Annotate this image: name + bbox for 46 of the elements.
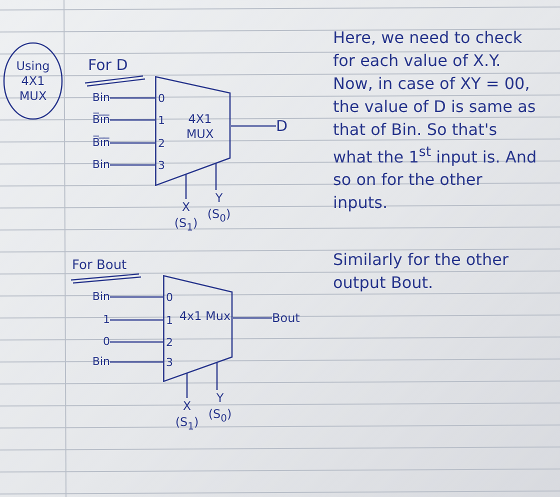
select-label: X (S$_{1}$) <box>171 199 201 236</box>
output-label: D <box>276 116 288 136</box>
input-label: 0 <box>103 334 110 350</box>
output-label: Bout <box>272 310 300 326</box>
wire <box>185 174 187 199</box>
input-label: B̅i̅n̅ <box>92 135 110 151</box>
mux-label: 4x1 Mux <box>179 309 231 324</box>
wire <box>110 164 155 166</box>
input-label: Bin <box>92 289 110 305</box>
select-label: Y (S$_{0}$) <box>202 190 236 228</box>
input-label: Bin <box>92 90 110 106</box>
note-paragraph: Similarly for the other output Bout. <box>333 249 510 294</box>
mux-label: 4X1 MUX <box>185 112 215 142</box>
input-label: Bin <box>92 157 110 173</box>
section-heading: For Bout <box>72 257 127 275</box>
input-label: Bin <box>92 354 110 370</box>
input-label: 1 <box>103 312 110 328</box>
pin-number: 3 <box>166 356 173 368</box>
pin-number: 0 <box>166 290 173 304</box>
input-label: B̅i̅n̅ <box>92 112 110 128</box>
wire <box>110 142 155 144</box>
note-text: Using 4X1 MUX <box>15 58 51 104</box>
multiplexer-block <box>163 275 233 382</box>
wire <box>110 341 163 343</box>
pin-number: 0 <box>158 92 165 104</box>
wire <box>186 373 188 398</box>
wire <box>216 362 218 390</box>
circled-note <box>3 42 63 120</box>
wire <box>231 125 276 127</box>
multiplexer-block <box>155 76 231 186</box>
select-label: Y (S$_{0}$) <box>203 390 237 428</box>
pin-number: 2 <box>158 136 165 150</box>
pin-number: 1 <box>158 114 165 126</box>
select-label: X (S$_{1}$) <box>172 398 202 436</box>
wire <box>110 97 155 99</box>
wire <box>110 361 163 363</box>
pin-number: 2 <box>166 336 173 348</box>
pin-number: 3 <box>158 158 165 172</box>
wire <box>110 296 163 298</box>
wire <box>110 119 155 121</box>
wire <box>215 163 217 190</box>
wire <box>110 319 163 321</box>
note-paragraph: Here, we need to check for each value of X.Y. Now, in case of XY = 00, the value of D is same as that of Bin. So that's what the 1$^{st}$ input is. And so on for the other inputs. <box>333 27 538 214</box>
pin-number: 1 <box>166 314 173 326</box>
section-heading: For D <box>88 56 128 74</box>
wire <box>233 317 272 319</box>
